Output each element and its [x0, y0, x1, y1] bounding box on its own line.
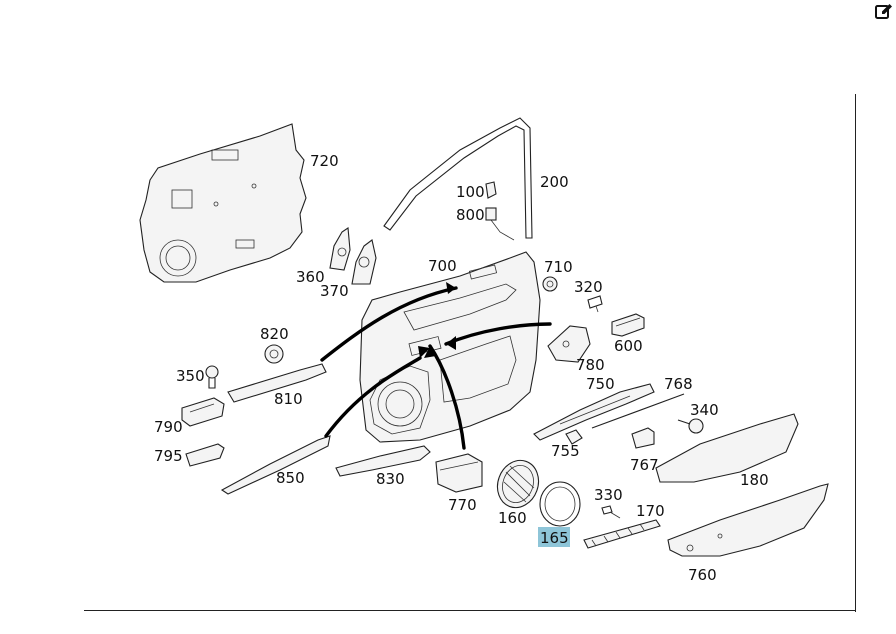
callout-170[interactable]: 170	[636, 502, 665, 520]
part-165-drawing	[539, 481, 581, 527]
part-600-drawing	[611, 313, 645, 337]
callout-760[interactable]: 760	[688, 566, 717, 584]
callout-320[interactable]: 320	[574, 278, 603, 296]
part-330-drawing	[601, 505, 621, 519]
diagram-frame-right	[855, 94, 856, 612]
part-200-drawing	[383, 117, 533, 239]
part-370-drawing	[351, 239, 377, 285]
callout-700[interactable]: 700	[428, 257, 457, 275]
callout-160[interactable]: 160	[498, 509, 527, 527]
part-810-drawing	[227, 363, 327, 403]
part-755-drawing	[565, 429, 583, 445]
callout-810[interactable]: 810	[274, 390, 303, 408]
callout-labels: 720 200 100 800 360 370 700 710 320 600 …	[154, 152, 769, 584]
part-830-drawing	[335, 445, 431, 477]
callout-820[interactable]: 820	[260, 325, 289, 343]
callout-800[interactable]: 800	[456, 206, 485, 224]
part-360-drawing	[329, 227, 351, 271]
callout-600[interactable]: 600	[614, 337, 643, 355]
callout-370[interactable]: 370	[320, 282, 349, 300]
part-700-drawing	[359, 251, 541, 443]
callout-100[interactable]: 100	[456, 183, 485, 201]
part-795-drawing	[185, 443, 225, 467]
part-780-drawing	[547, 325, 591, 363]
arrow-780-to-700	[444, 322, 552, 346]
part-180-drawing	[655, 413, 799, 483]
part-720-drawing	[139, 123, 307, 283]
part-320-drawing	[587, 295, 603, 313]
callout-750[interactable]: 750	[586, 375, 615, 393]
callout-180[interactable]: 180	[740, 471, 769, 489]
callout-200[interactable]: 200	[540, 173, 569, 191]
diagram-frame-bottom	[84, 610, 856, 611]
arrow-850-to-700	[324, 356, 422, 438]
callout-767[interactable]: 767	[630, 456, 659, 474]
part-350-drawing	[205, 365, 219, 389]
part-850-drawing	[220, 435, 331, 495]
part-767-drawing	[631, 427, 655, 449]
callout-350[interactable]: 350	[176, 367, 205, 385]
callout-340[interactable]: 340	[690, 401, 719, 419]
edit-icon[interactable]	[874, 2, 894, 22]
part-710-drawing	[542, 276, 558, 292]
callout-360[interactable]: 360	[296, 268, 325, 286]
part-760-drawing	[667, 483, 829, 557]
callout-710[interactable]: 710	[544, 258, 573, 276]
callout-768[interactable]: 768	[664, 375, 693, 393]
part-800-drawing	[485, 207, 515, 241]
callout-795[interactable]: 795	[154, 447, 183, 465]
part-790-drawing	[181, 397, 225, 427]
callout-755[interactable]: 755	[551, 442, 580, 460]
highlight-165	[538, 527, 570, 547]
part-770-drawing	[435, 453, 483, 493]
callout-770[interactable]: 770	[448, 496, 477, 514]
part-768-drawing	[591, 393, 685, 429]
callout-165[interactable]: 165	[540, 529, 569, 547]
callout-790[interactable]: 790	[154, 418, 183, 436]
callout-720[interactable]: 720	[310, 152, 339, 170]
part-750-drawing	[533, 383, 655, 441]
callout-850[interactable]: 850	[276, 469, 305, 487]
arrow-770-to-700	[428, 344, 466, 450]
callout-830[interactable]: 830	[376, 470, 405, 488]
part-160-drawing	[496, 459, 540, 509]
part-820-drawing	[264, 344, 284, 364]
callout-330[interactable]: 330	[594, 486, 623, 504]
part-340-drawing	[677, 418, 704, 434]
part-170-drawing	[583, 519, 661, 549]
callout-780[interactable]: 780	[576, 356, 605, 374]
arrow-810-to-700	[320, 286, 458, 362]
part-100-drawing	[485, 181, 497, 199]
assembly-arrows	[320, 282, 552, 450]
